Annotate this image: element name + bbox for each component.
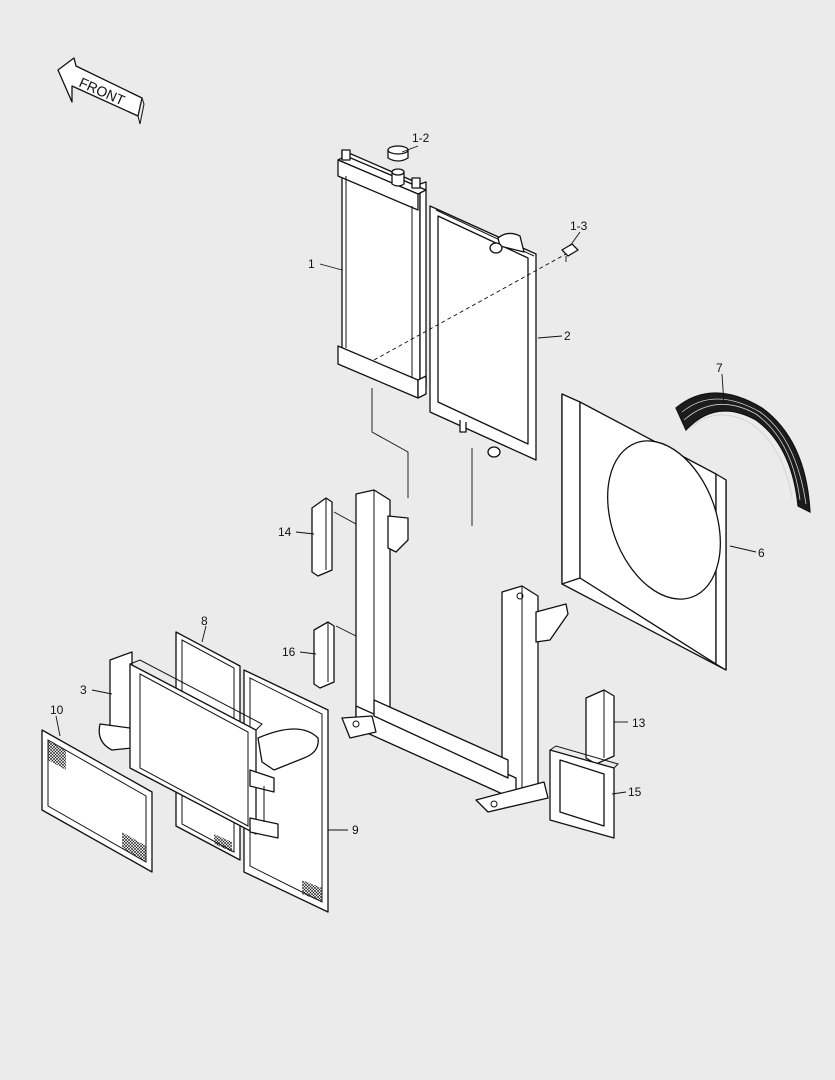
part-14-bracket (311, 497, 333, 577)
callout-8: 8 (201, 614, 208, 628)
part-3-intercooler (98, 651, 319, 839)
callout-16: 16 (282, 645, 296, 659)
callout-13: 13 (632, 716, 646, 730)
callout-3: 3 (80, 683, 87, 697)
alignment-dashed-line (373, 253, 567, 361)
part-15-seal (549, 745, 619, 839)
part-1-3-clamp (561, 243, 579, 262)
callout-15: 15 (628, 785, 642, 799)
part-6-fan-shroud (561, 393, 727, 671)
callout-1: 1 (308, 257, 315, 271)
leader-lines (55, 145, 757, 831)
callout-7: 7 (716, 361, 723, 375)
callout-6: 6 (758, 546, 765, 560)
callout-1-3: 1-3 (570, 219, 588, 233)
radiator-mount-frame (341, 489, 569, 813)
part-2-oil-cooler (429, 205, 537, 461)
callout-9: 9 (352, 823, 359, 837)
callout-2: 2 (564, 329, 571, 343)
part-7-fan-guard (675, 392, 811, 513)
part-10-screen (41, 729, 153, 873)
alignment-line-1 (371, 388, 409, 498)
callout-10: 10 (50, 703, 64, 717)
callout-1-2: 1-2 (412, 131, 430, 145)
callouts: 1 1-2 1-3 2 3 6 7 8 9 10 13 14 15 16 (50, 131, 765, 837)
callout-14: 14 (278, 525, 292, 539)
part-1-radiator (337, 149, 427, 399)
part-13-bracket (585, 689, 615, 765)
front-direction-arrow: FRONT (57, 57, 145, 125)
part-1-2-radiator-cap (387, 145, 409, 187)
part-16-bracket (313, 621, 335, 689)
